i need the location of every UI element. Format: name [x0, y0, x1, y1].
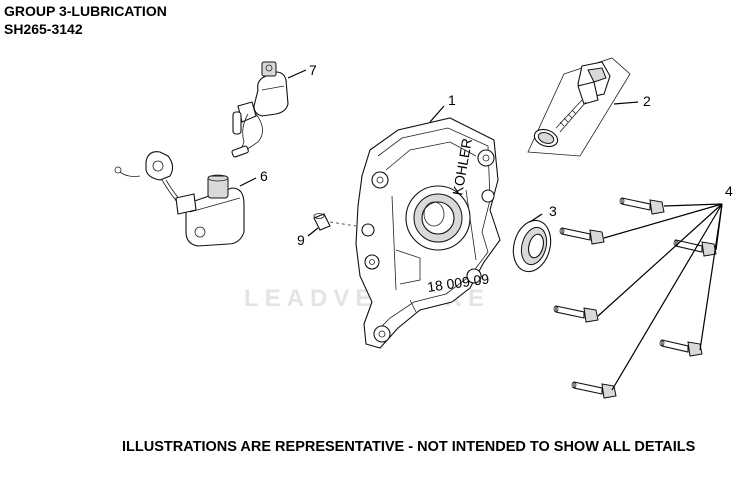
part-code: SH265-3142: [4, 21, 83, 37]
callout-6: 6: [260, 168, 268, 184]
bolt-b: [559, 227, 605, 245]
callout-7: 7: [309, 62, 317, 78]
callout-9: 9: [297, 232, 305, 248]
part-7-oil-sensor: [231, 61, 307, 158]
callout-2: 2: [643, 93, 651, 109]
part-4-bolts: [553, 197, 723, 399]
callout-3: 3: [549, 203, 557, 219]
part-9-dowel-pin: [307, 213, 357, 237]
part-2-dipstick: [527, 57, 639, 157]
part-3-oil-seal: [512, 213, 552, 273]
bolt-a: [619, 197, 665, 215]
part-1-closure-plate: KOHLER 18 009 09: [355, 105, 501, 349]
bolt-f: [571, 381, 617, 399]
bolt-d: [553, 305, 599, 323]
callout-1: 1: [448, 92, 456, 108]
group-title: GROUP 3-LUBRICATION: [4, 3, 167, 19]
callout-4: 4: [725, 183, 733, 199]
part-6-pressure-switch: [114, 151, 257, 247]
bolt-e: [659, 339, 703, 357]
disclaimer-footer: ILLUSTRATIONS ARE REPRESENTATIVE - NOT I…: [122, 439, 696, 455]
